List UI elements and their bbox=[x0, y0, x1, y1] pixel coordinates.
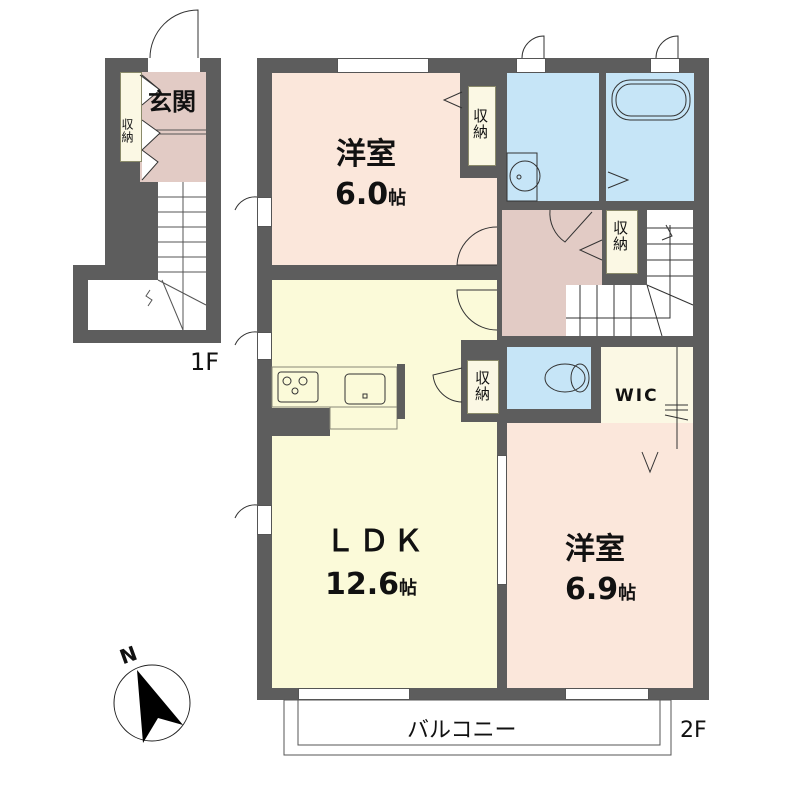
floor-label-2f: 2F bbox=[680, 718, 707, 743]
entrance-label: 玄関 bbox=[148, 88, 196, 116]
western-room-1-area: 6.0帖 bbox=[335, 180, 406, 210]
room-western-2-ext bbox=[591, 452, 693, 472]
area-unit: 帖 bbox=[388, 188, 407, 209]
room-washroom bbox=[507, 73, 599, 201]
area-value: 12.6 bbox=[325, 567, 400, 602]
area-unit: 帖 bbox=[399, 578, 418, 599]
window bbox=[497, 455, 507, 585]
room-western-1 bbox=[272, 73, 460, 265]
room-storage-3 bbox=[467, 360, 499, 414]
storage-label: 収納 bbox=[120, 118, 134, 144]
window bbox=[516, 58, 546, 73]
room-ldk bbox=[272, 280, 497, 688]
western-room-2-label: 洋室 bbox=[565, 532, 625, 567]
window bbox=[650, 58, 680, 73]
western-room-2-area: 6.9帖 bbox=[565, 575, 636, 605]
room-western-1-ext bbox=[460, 178, 497, 265]
window bbox=[337, 58, 429, 73]
ldk-label: ＬＤＫ bbox=[325, 524, 427, 559]
storage-label: 収納 bbox=[611, 220, 629, 252]
wic-label: WIC bbox=[615, 386, 659, 406]
area-value: 6.0 bbox=[335, 177, 389, 212]
room-storage-2 bbox=[606, 210, 638, 274]
storage-label: 収納 bbox=[471, 108, 489, 140]
floor-label-1f: 1F bbox=[190, 348, 220, 376]
room-toilet bbox=[507, 347, 591, 409]
window bbox=[257, 332, 272, 360]
window bbox=[257, 197, 272, 227]
area-value: 6.9 bbox=[565, 572, 619, 607]
stairs-1f bbox=[158, 182, 206, 330]
window bbox=[257, 505, 272, 535]
storage-label: 収納 bbox=[473, 370, 491, 402]
kitchen-wall bbox=[272, 408, 330, 436]
room-bathroom bbox=[606, 73, 694, 201]
room-storage-1f bbox=[120, 72, 142, 162]
ldk-area: 12.6帖 bbox=[325, 570, 417, 600]
landing-1f bbox=[88, 280, 158, 330]
balcony-label: バルコニー bbox=[407, 718, 517, 743]
western-room-1-label: 洋室 bbox=[336, 137, 396, 172]
area-unit: 帖 bbox=[618, 583, 637, 604]
room-storage-1 bbox=[468, 86, 496, 166]
